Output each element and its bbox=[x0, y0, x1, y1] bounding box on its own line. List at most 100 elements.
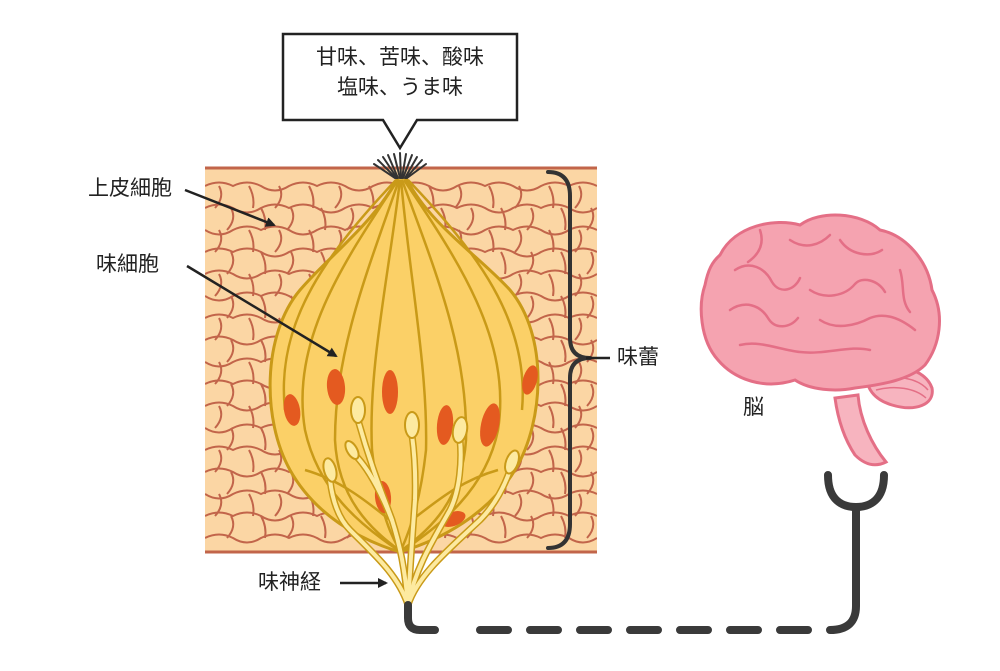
tissue-wall bbox=[214, 229, 223, 253]
label-taste-bud: 味蕾 bbox=[617, 345, 659, 369]
tissue-wall bbox=[574, 449, 583, 473]
tissue-wall bbox=[274, 229, 283, 253]
tissue-wall bbox=[488, 229, 495, 253]
tissue-wall bbox=[226, 339, 235, 363]
tissue-wall bbox=[574, 229, 583, 253]
tissue-wall bbox=[560, 207, 567, 231]
tissue-wall bbox=[526, 515, 535, 539]
epithelial-arrow bbox=[184, 188, 276, 227]
taste-types-line-1: 甘味、苦味、酸味 bbox=[316, 45, 484, 69]
tissue-wall bbox=[226, 251, 235, 275]
tissue-wall bbox=[248, 229, 255, 253]
tissue-wall bbox=[514, 493, 523, 517]
tissue-wall bbox=[586, 427, 595, 451]
tissue-wall bbox=[248, 273, 255, 297]
tissue-wall bbox=[248, 493, 255, 517]
cerebrum bbox=[699, 213, 941, 392]
tissue-wall bbox=[346, 207, 355, 231]
tissue-wall bbox=[560, 339, 567, 363]
tissue-wall bbox=[260, 427, 267, 451]
tissue-wall bbox=[548, 273, 555, 297]
taste-cell-arrow bbox=[186, 264, 338, 358]
tissue-wall bbox=[454, 185, 463, 209]
tissue-wall bbox=[260, 339, 267, 363]
tissue-wall bbox=[226, 515, 235, 539]
tissue-wall bbox=[514, 273, 523, 297]
tissue-wall bbox=[586, 207, 595, 231]
label-taste-cell: 味細胞 bbox=[96, 252, 159, 276]
tissue-wall bbox=[574, 273, 583, 297]
tissue-wall bbox=[274, 185, 283, 209]
tissue-wall bbox=[560, 471, 567, 495]
tissue-wall bbox=[586, 339, 595, 363]
tissue-wall bbox=[526, 251, 535, 275]
tissue-wall bbox=[274, 493, 283, 517]
nerve-endings bbox=[322, 396, 520, 483]
tissue-wall bbox=[586, 515, 595, 539]
taste-cell-outlines bbox=[282, 179, 525, 552]
tissue-wall bbox=[274, 273, 283, 297]
nerve-signal-path bbox=[404, 471, 888, 634]
brain-illustration bbox=[699, 213, 941, 467]
tissue-wall bbox=[320, 515, 327, 539]
tissue-wall bbox=[214, 185, 223, 209]
brain-gyri bbox=[728, 228, 917, 354]
tissue-wall bbox=[574, 361, 583, 385]
tissue-wall bbox=[248, 317, 255, 341]
tissue-wall bbox=[526, 295, 535, 319]
taste-types-callout: 甘味、苦味、酸味 塩味、うま味 bbox=[283, 34, 517, 120]
tissue-wall bbox=[308, 185, 315, 209]
tissue-wall bbox=[248, 361, 255, 385]
tissue-wall bbox=[586, 295, 595, 319]
tissue-wall bbox=[260, 295, 267, 319]
tissue-wall bbox=[260, 515, 267, 539]
tissue-wall bbox=[548, 229, 555, 253]
tissue-wall bbox=[574, 317, 583, 341]
tissue-wall bbox=[514, 185, 523, 209]
tissue-wall bbox=[560, 515, 567, 539]
tissue-wall bbox=[560, 427, 567, 451]
tissue-wall bbox=[274, 449, 283, 473]
tissue-wall bbox=[286, 251, 295, 275]
tissue-wall bbox=[214, 449, 223, 473]
tissue-wall bbox=[286, 207, 295, 231]
tissue-wall bbox=[214, 273, 223, 297]
tissue-wall bbox=[548, 493, 555, 517]
tissue-wall bbox=[320, 207, 327, 231]
tissue-wall bbox=[500, 515, 507, 539]
tissue-wall bbox=[574, 185, 583, 209]
tissue-wall bbox=[248, 405, 255, 429]
callout-bubble bbox=[281, 32, 519, 151]
tissue-wall bbox=[334, 185, 343, 209]
tissue-wall bbox=[526, 471, 535, 495]
tissue-wall bbox=[226, 427, 235, 451]
tissue-wall bbox=[226, 295, 235, 319]
tissue-wall bbox=[560, 251, 567, 275]
tissue-wall bbox=[260, 383, 267, 407]
taste-pore-microvilli bbox=[373, 152, 427, 179]
label-taste-nerve: 味神経 bbox=[258, 570, 321, 594]
tissue-wall bbox=[586, 471, 595, 495]
pointer-arrows bbox=[184, 188, 610, 588]
tissue-wall bbox=[308, 229, 315, 253]
label-epithelial-cell: 上皮細胞 bbox=[88, 176, 172, 200]
tissue-wall bbox=[226, 207, 235, 231]
tissue-wall bbox=[586, 251, 595, 275]
tissue-wall bbox=[548, 361, 555, 385]
tissue-wall bbox=[214, 317, 223, 341]
tissue-wall bbox=[574, 405, 583, 429]
tissue-wall bbox=[214, 361, 223, 385]
tissue-wall bbox=[574, 493, 583, 517]
tissue-wall bbox=[548, 317, 555, 341]
tissue-wall bbox=[548, 449, 555, 473]
tissue-wall bbox=[586, 383, 595, 407]
tissue-wall bbox=[500, 251, 507, 275]
tissue-wall bbox=[226, 383, 235, 407]
tissue-wall bbox=[248, 449, 255, 473]
tissue-wall bbox=[488, 185, 495, 209]
tissue-wall bbox=[214, 493, 223, 517]
taste-nerve-fibers bbox=[322, 396, 520, 609]
tissue-wall bbox=[548, 185, 555, 209]
tissue-wall bbox=[466, 207, 475, 231]
